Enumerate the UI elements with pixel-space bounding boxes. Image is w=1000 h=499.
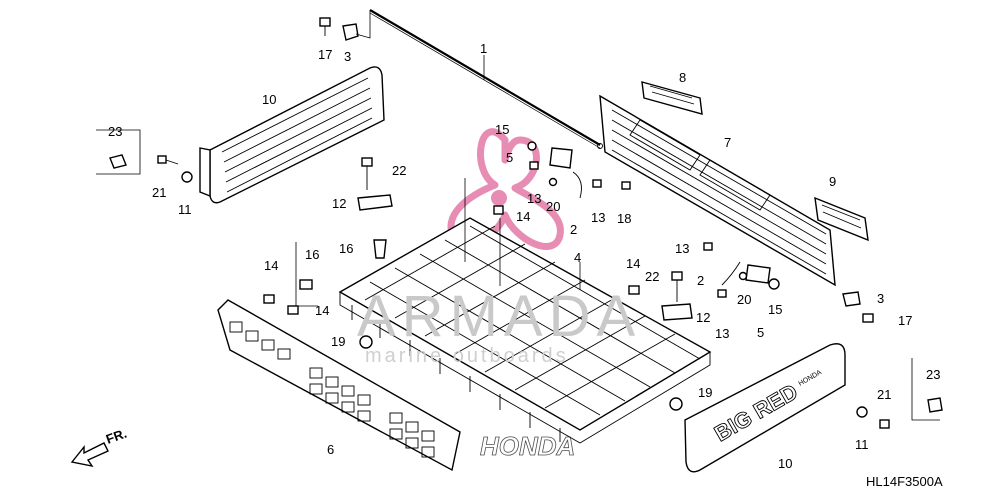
callout-15-upper: 15 (495, 122, 509, 137)
front-direction-arrow-icon (70, 442, 109, 468)
hardware-icons (109, 17, 943, 429)
callout-14-left: 14 (264, 258, 278, 273)
callout-2-right: 2 (697, 273, 704, 288)
bed-floor-tray (338, 217, 712, 444)
upper-latch (641, 81, 703, 115)
front-direction-label: FR. (104, 426, 129, 447)
callout-20-right: 20 (737, 292, 751, 307)
callout-14-center: 14 (516, 209, 530, 224)
callout-2-upper: 2 (570, 222, 577, 237)
callout-7: 7 (724, 135, 731, 150)
callout-11-left: 11 (178, 202, 192, 217)
callout-13-upper-a: 13 (527, 191, 541, 206)
callout-19-left: 19 (331, 334, 345, 349)
callout-16-center: 16 (339, 241, 353, 256)
front-panel (217, 299, 461, 472)
callout-15-right: 15 (768, 302, 782, 317)
callout-1: 1 (480, 41, 487, 56)
callout-17-right: 17 (898, 313, 912, 328)
callout-5-upper: 5 (506, 150, 513, 165)
callout-10-right: 10 (778, 456, 792, 471)
callout-13-right-a: 13 (675, 241, 689, 256)
callout-21-right: 21 (877, 387, 891, 402)
callout-19-right: 19 (698, 385, 712, 400)
callout-8: 8 (679, 70, 686, 85)
callout-labels: 17 3 1 10 23 21 11 22 12 16 16 14 14 19 … (108, 41, 940, 471)
callout-22-left: 22 (392, 163, 406, 178)
right-side-panel: BIG RED HONDA (684, 343, 846, 473)
callout-6: 6 (327, 442, 334, 457)
callout-3-top: 3 (344, 49, 351, 64)
callout-10-left: 10 (262, 92, 276, 107)
diagram-code: HL14F3500A (866, 474, 943, 489)
left-side-panel (199, 66, 385, 204)
callout-22-right: 22 (645, 269, 659, 284)
side-latch (814, 196, 869, 242)
bed-rail-rod (369, 9, 603, 149)
callout-4: 4 (574, 250, 581, 265)
callout-13-right-b: 13 (715, 326, 729, 341)
callout-21-left: 21 (152, 185, 166, 200)
callout-20-upper: 20 (546, 199, 560, 214)
callout-13-upper-b: 13 (591, 210, 605, 225)
panel-logo-lettering: HONDA (480, 431, 575, 461)
callout-11-right: 11 (855, 437, 869, 452)
callout-18: 18 (617, 211, 631, 226)
callout-14-right: 14 (626, 256, 640, 271)
callout-14-lower: 14 (315, 303, 329, 318)
callout-12-left: 12 (332, 196, 346, 211)
callout-16-left: 16 (305, 247, 319, 262)
callout-17-top: 17 (318, 47, 332, 62)
callout-9: 9 (829, 174, 836, 189)
callout-23-left: 23 (108, 124, 122, 139)
leader-lines (96, 10, 940, 421)
watermark-tagline-text: marine outboards (365, 345, 569, 367)
callout-12-right: 12 (696, 310, 710, 325)
rear-tailgate-panel (599, 94, 836, 287)
callout-23-right: 23 (926, 367, 940, 382)
watermark-brand-text: ARMADA (357, 284, 641, 349)
callout-3-right: 3 (877, 291, 884, 306)
callout-5-right: 5 (757, 325, 764, 340)
